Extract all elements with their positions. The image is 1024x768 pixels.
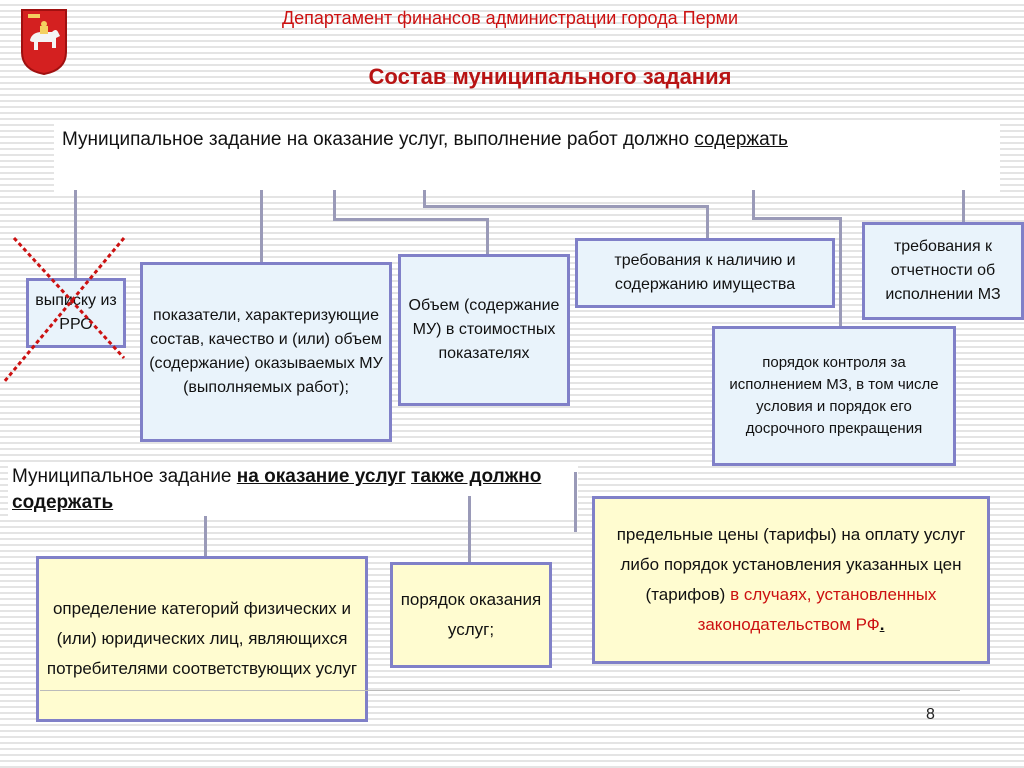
price-limits-black: предельные цены (тарифы) на оплату услуг… (616, 525, 966, 604)
rro-extract-box: выписку из РРО (26, 278, 126, 348)
lead-text: Муниципальное задание на оказание услуг,… (62, 129, 690, 150)
connector (706, 205, 709, 241)
section2-heading: Муниципальное задание на оказание услуг … (8, 462, 578, 518)
price-limits-text: предельные цены (тарифы) на оплату услуг… (599, 520, 983, 640)
connector (74, 190, 77, 280)
lead-underline: содержать (694, 129, 788, 150)
cross-out-mark (2, 236, 126, 383)
price-limits-red: в случаях, установленных законодательств… (697, 585, 937, 634)
perm-coat-of-arms-icon (21, 9, 67, 76)
property-requirements-text: требования к наличию и содержанию имущес… (614, 252, 796, 293)
connector (333, 190, 336, 220)
indicators-text: показатели, характеризующие состав, каче… (149, 307, 383, 396)
section2-bold2: также должно содержать (12, 466, 542, 513)
indicators-box: показатели, характеризующие состав, каче… (140, 262, 392, 442)
section2-bold1: на оказание услуг (236, 466, 406, 487)
page-number: 8 (926, 706, 935, 723)
connector (423, 205, 709, 208)
reporting-requirements-text: требования к отчетности об исполнении МЗ (885, 238, 1001, 303)
consumer-categories-text: определение категорий физических и (или)… (46, 599, 358, 678)
volume-box: Объем (содержание МУ) в стоимостных пока… (398, 254, 570, 406)
control-procedure-text: порядок контроля за исполнением МЗ, в то… (729, 354, 939, 437)
connector (204, 516, 207, 556)
service-order-text: порядок оказания услуг; (400, 590, 542, 639)
connector (574, 472, 577, 532)
connector (468, 496, 471, 562)
connector (486, 218, 489, 256)
connector (423, 190, 426, 208)
service-order-box: порядок оказания услуг; (390, 562, 552, 668)
connector (752, 217, 842, 220)
footer-divider (40, 690, 960, 691)
connector (962, 190, 965, 222)
connector (752, 190, 755, 220)
connector (260, 190, 263, 264)
rro-extract-text: выписку из РРО (35, 292, 117, 333)
control-procedure-box: порядок контроля за исполнением МЗ, в то… (712, 326, 956, 466)
property-requirements-box: требования к наличию и содержанию имущес… (575, 238, 835, 308)
lead-statement: Муниципальное задание на оказание услуг,… (54, 120, 1000, 192)
price-limits-dot: . (879, 615, 885, 634)
price-limits-box: предельные цены (тарифы) на оплату услуг… (592, 496, 990, 664)
section2-prefix: Муниципальное задание (12, 466, 237, 487)
consumer-categories-box: определение категорий физических и (или)… (36, 556, 368, 722)
reporting-requirements-box: требования к отчетности об исполнении МЗ (862, 222, 1024, 320)
page-title: Состав муниципального задания (368, 64, 732, 89)
department-header: Департамент финансов администрации город… (281, 8, 739, 28)
connector (839, 217, 842, 327)
volume-text: Объем (содержание МУ) в стоимостных пока… (408, 297, 560, 362)
connector (333, 218, 489, 221)
